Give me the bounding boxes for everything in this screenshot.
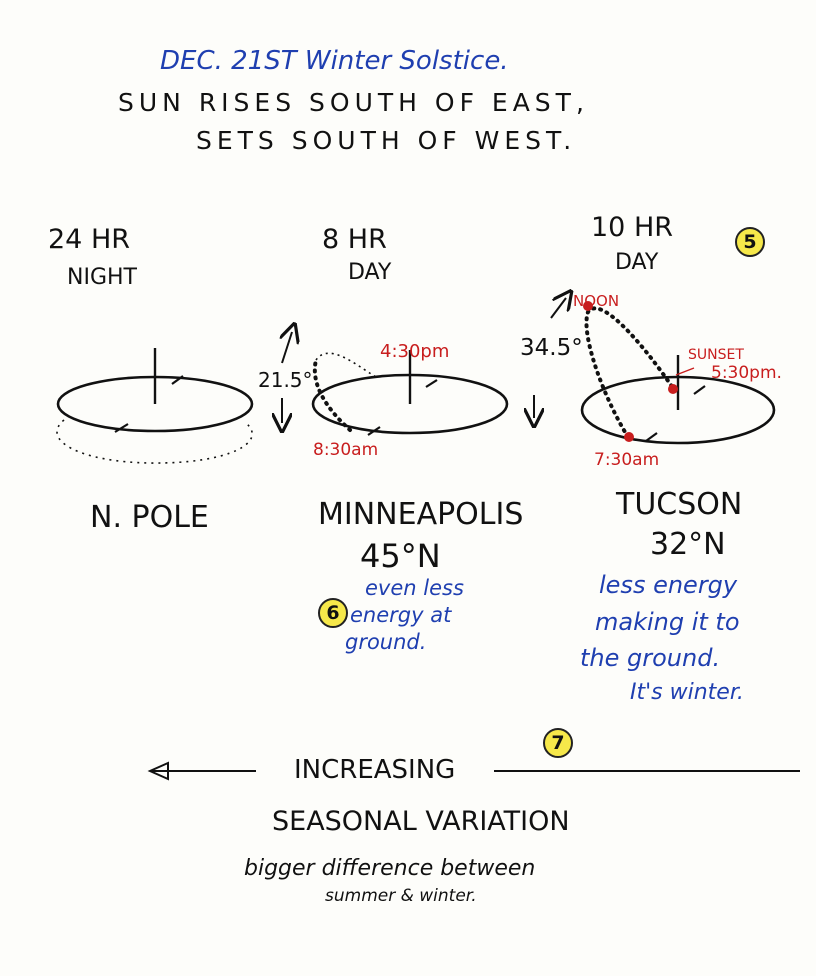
seasonal-variation-arrow [147,761,800,781]
npole-place: N. POLE [90,500,209,535]
minneapolis-place: MINNEAPOLIS [318,497,524,532]
solstice-title: DEC. 21ST Winter Solstice. [160,46,509,76]
summer-winter-note: summer & winter. [325,886,477,906]
tucson-note-3: the ground. [580,644,721,672]
tucson-angle: 34.5° [520,335,583,361]
minneapolis-diagram [282,332,509,436]
minneapolis-sun-path-lower [312,358,352,432]
minneapolis-note-1: even less [365,576,464,600]
tucson-noon-sun [583,301,593,311]
bigger-difference-note: bigger difference between [244,856,536,881]
minneapolis-note-2: energy at [350,603,452,627]
seasonal-variation-label: SEASONAL VARIATION [272,806,570,837]
npole-hours: 24 HR [48,224,131,255]
npole-night: NIGHT [67,265,137,290]
minneapolis-angle: 21.5° [258,368,313,392]
badge-6: 6 [318,598,348,628]
tucson-sunrise-time: 7:30am [594,450,660,470]
minneapolis-latitude: 45°N [360,537,441,575]
header-line-2: SUN RISES SOUTH OF EAST, [118,88,589,117]
minneapolis-day: DAY [348,260,392,285]
tucson-sunrise-sun [624,432,634,442]
tucson-note-1: less energy [599,571,738,599]
badge-5: 5 [735,227,765,257]
tucson-sunset-time: 5:30pm. [711,363,782,383]
npole-below-horizon-path [56,419,253,464]
tucson-sun-path [584,306,675,439]
tucson-note-2: making it to [595,608,740,636]
tucson-sunset-label: SUNSET [688,347,744,363]
minneapolis-note-3: ground. [345,630,427,654]
tucson-place: TUCSON [616,487,743,522]
tucson-note-4: It's winter. [630,680,744,705]
minneapolis-sunrise-time: 8:30am [313,440,379,460]
tucson-latitude: 32°N [650,527,726,562]
minneapolis-hours: 8 HR [322,224,387,255]
tucson-day: DAY [615,250,659,275]
minneapolis-sunset-time: 4:30pm [380,341,450,362]
tucson-sunset-sun [668,384,678,394]
header-line-3: SETS SOUTH OF WEST. [196,126,577,155]
badge-7: 7 [543,728,573,758]
minneapolis-sun-path-upper [315,352,379,379]
increasing-label: INCREASING [294,755,456,785]
npole-diagram [56,348,254,464]
tucson-noon-label: NOON [573,292,620,310]
tucson-hours: 10 HR [591,212,674,243]
tucson-diagram [534,298,776,445]
